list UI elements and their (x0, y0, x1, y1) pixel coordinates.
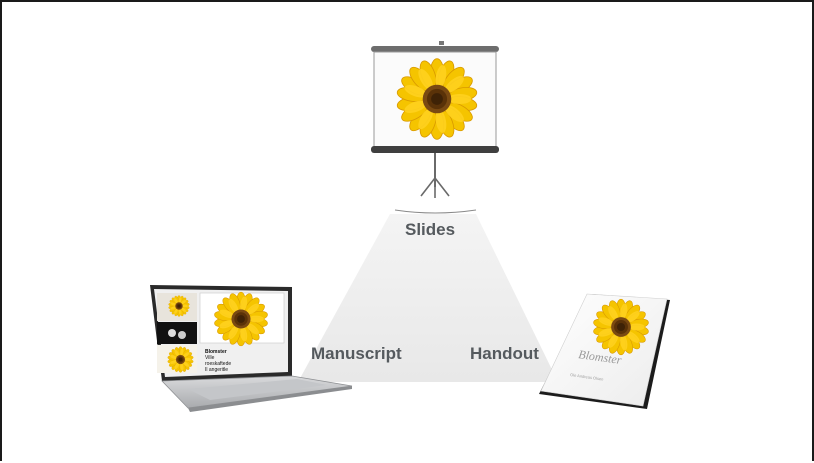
handout-subtitle: Ole Andreas Olsen (570, 372, 604, 382)
connection-triangle (298, 214, 558, 382)
laptop-note-line: Il angeritle (205, 367, 228, 373)
handout-label: Handout (470, 344, 539, 363)
projector-screen-icon (371, 41, 499, 214)
laptop-note-line: Ville (205, 355, 215, 361)
laptop-icon: Blomster Ville roeskaftede Il angeritle (150, 285, 353, 412)
laptop-note-heading: Blomster (205, 349, 227, 355)
laptop-note-line: roeskaftede (205, 361, 231, 367)
manuscript-label: Manuscript (311, 344, 402, 363)
slides-label: Slides (405, 220, 456, 239)
handout-icon: Blomster Ole Andreas Olsen (539, 293, 670, 409)
laptop-screen-notes: Blomster Ville roeskaftede Il angeritle (205, 349, 231, 373)
handout-title: Blomster (578, 347, 623, 367)
